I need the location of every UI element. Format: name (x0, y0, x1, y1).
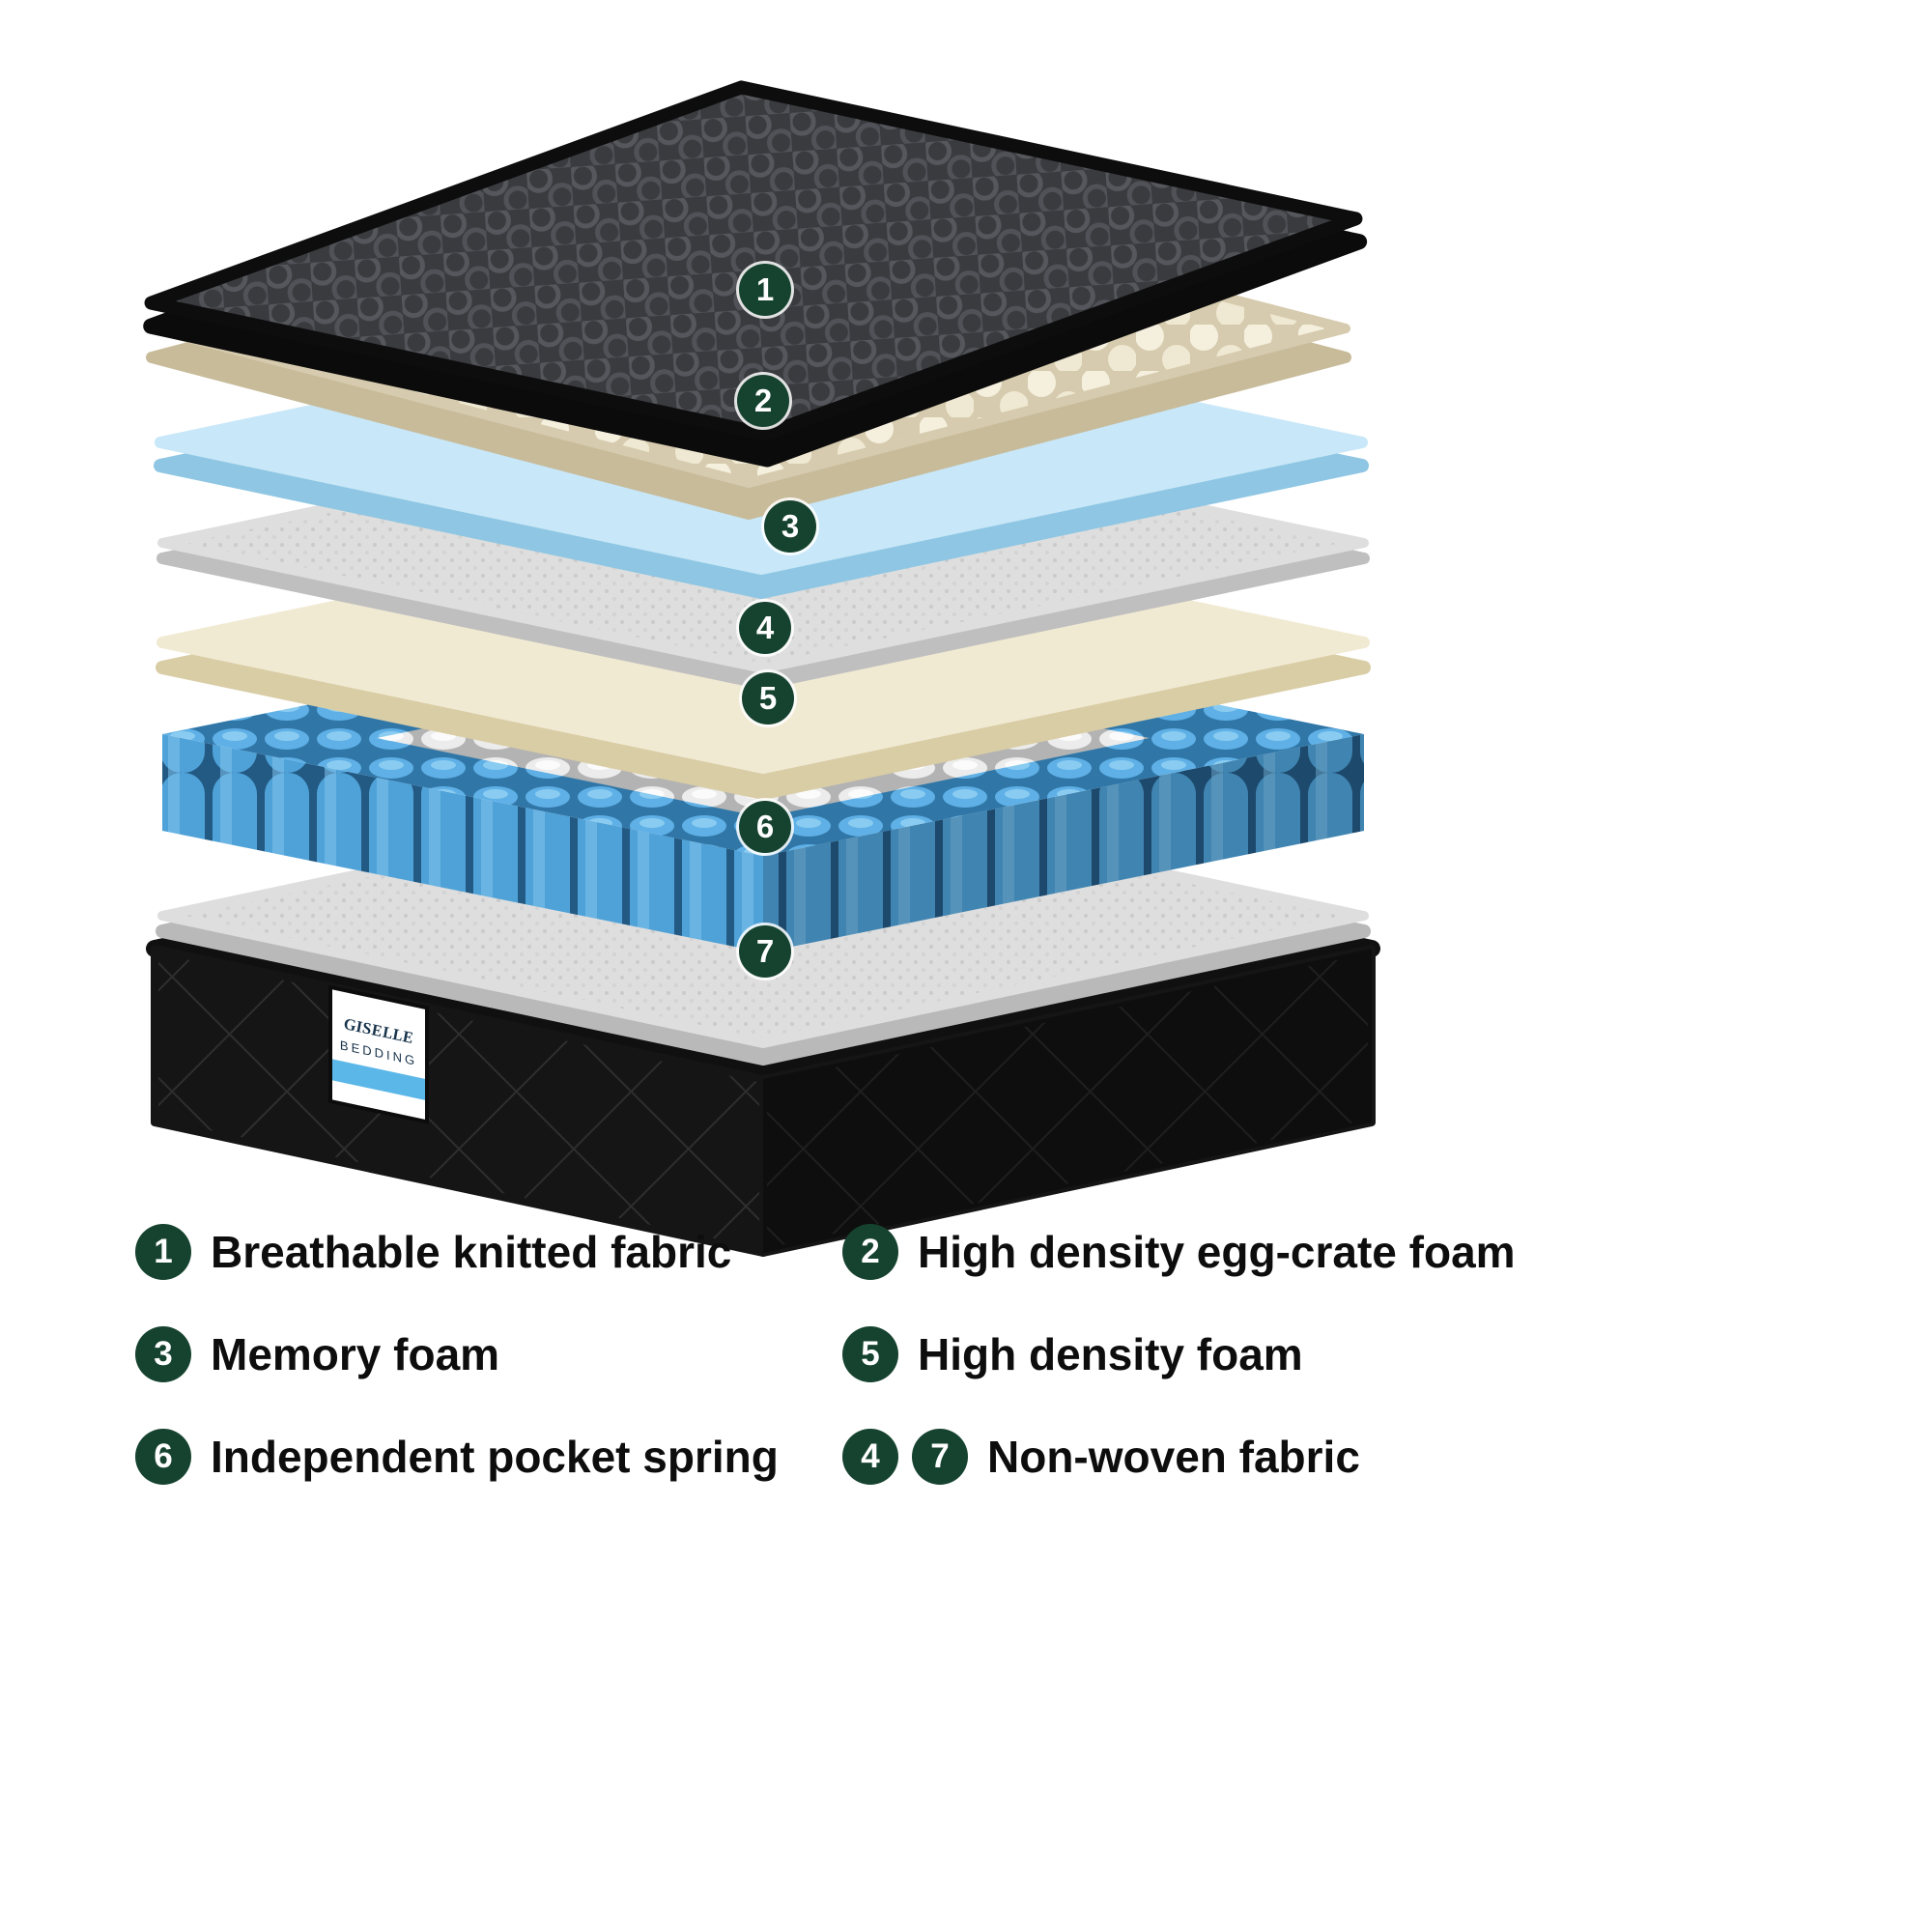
diagram-badge-6: 6 (739, 801, 791, 853)
legend-label-high-density-foam: High density foam (918, 1329, 1303, 1379)
legend-badge-7: 7 (912, 1429, 968, 1485)
legend-badge-5: 5 (842, 1326, 898, 1382)
springs-front-right-shade (763, 734, 1364, 952)
springs-front-right-face (763, 734, 1364, 952)
springs-front-left-face (162, 734, 763, 952)
legend-badge-3: 3 (135, 1326, 191, 1382)
legend-item-egg-crate-foam: 2 High density egg-crate foam (842, 1224, 1516, 1280)
diagram-badge-2: 2 (737, 375, 789, 427)
legend-item-memory-foam: 3 Memory foam (135, 1326, 499, 1382)
legend-badge-4: 4 (842, 1429, 898, 1485)
legend-item-high-density-foam: 5 High density foam (842, 1326, 1303, 1382)
legend-badge-2: 2 (842, 1224, 898, 1280)
legend-label-breathable-knitted-fabric: Breathable knitted fabric (211, 1227, 732, 1277)
base-front-right-shade (763, 949, 1372, 1253)
legend-label-memory-foam: Memory foam (211, 1329, 500, 1379)
brand-label: GISELLE BEDDING (328, 984, 429, 1124)
legend-item-breathable-knitted-fabric: 1 Breathable knitted fabric (135, 1224, 731, 1280)
legend-label-pocket-spring: Independent pocket spring (211, 1432, 779, 1482)
legend-item-nonwoven-fabric: 4 7 Non-woven fabric (842, 1429, 1360, 1485)
legend-label-nonwoven-fabric: Non-woven fabric (987, 1432, 1360, 1482)
diagram-badge-3: 3 (764, 500, 816, 553)
diagram-badge-5: 5 (742, 672, 794, 724)
legend-badge-6: 6 (135, 1429, 191, 1485)
legend-badge-1: 1 (135, 1224, 191, 1280)
base-front-right-face (759, 945, 1376, 1257)
legend-label-egg-crate-foam: High density egg-crate foam (918, 1227, 1516, 1277)
diagram-badge-7: 7 (739, 925, 791, 978)
brand-label-stripe (332, 1059, 425, 1100)
layer-1-top-face (144, 80, 1363, 441)
diagram-badge-1: 1 (739, 264, 791, 316)
legend-item-pocket-spring: 6 Independent pocket spring (135, 1429, 779, 1485)
diagram-badge-4: 4 (739, 602, 791, 654)
